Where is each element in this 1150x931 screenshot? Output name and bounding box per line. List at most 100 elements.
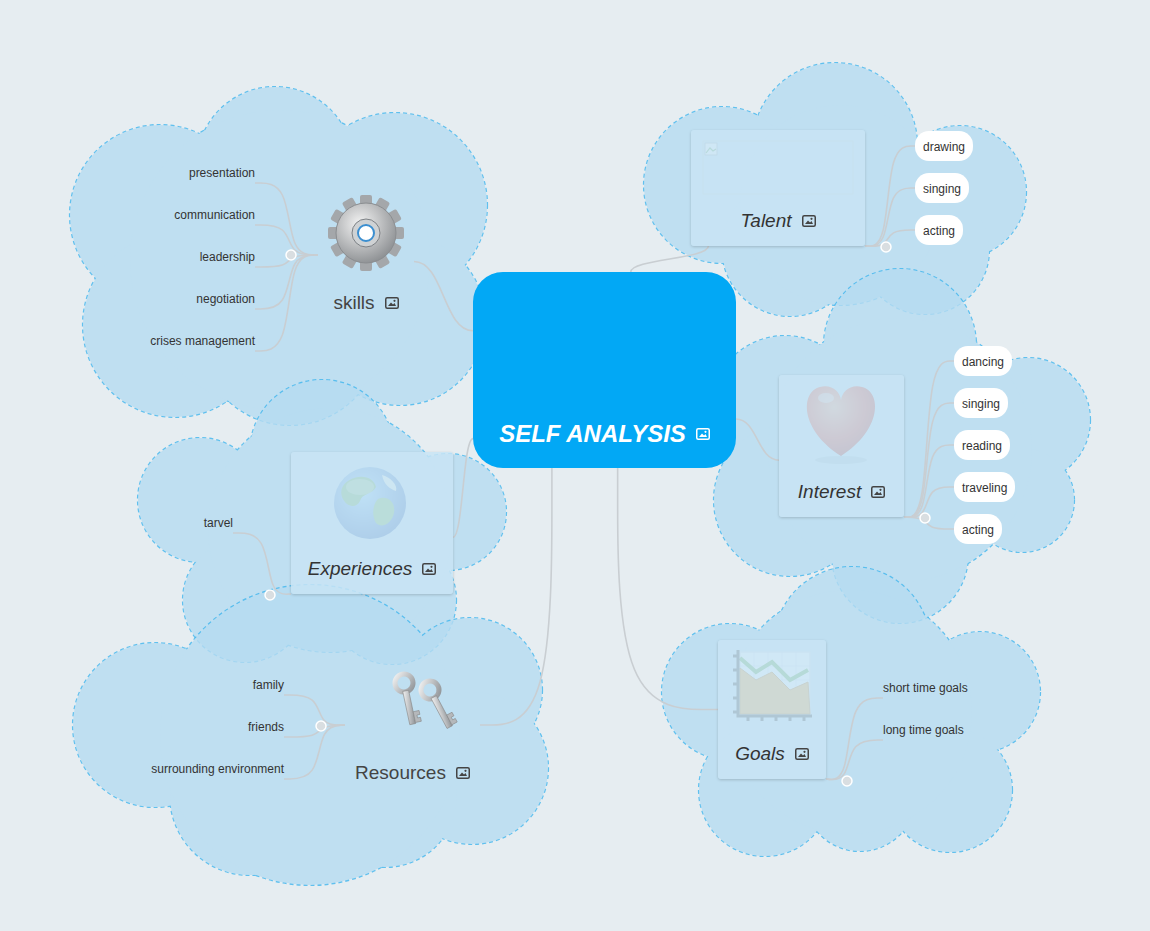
subtopic-label: communication — [174, 208, 255, 222]
subtopic-label: acting — [962, 523, 994, 537]
branch-junction — [881, 242, 891, 252]
branch-connector — [865, 188, 915, 246]
image-icon-mountain — [388, 303, 396, 307]
subtopic-label: dancing — [962, 355, 1004, 369]
subtopic-text: tarvel — [204, 511, 233, 533]
image-icon-frame — [802, 216, 815, 227]
cloud-fill — [768, 318, 1032, 582]
subtopic-pill: dancing — [954, 346, 1012, 376]
branch-connector — [255, 255, 318, 351]
key-shaft — [431, 696, 452, 729]
image-icon-sun — [880, 489, 882, 491]
image-icon-sun — [803, 751, 805, 753]
cloud-region — [711, 269, 1090, 623]
branch-connector — [284, 725, 345, 779]
topic-label: Goals — [735, 743, 785, 765]
cloud-fill — [130, 110, 430, 410]
branch-connector — [480, 468, 552, 725]
gear-ring — [352, 219, 380, 247]
gear-body — [336, 203, 396, 263]
subtopic-pill: traveling — [954, 472, 1015, 502]
branch-connector — [904, 403, 954, 517]
main-topic: Interest — [779, 375, 904, 517]
image-icon-frame — [423, 564, 436, 575]
image-icon — [802, 215, 816, 227]
subtopic-text: negotiation — [196, 287, 255, 309]
central-title: SELF ANALYSIS — [499, 420, 686, 448]
branch-connector — [631, 246, 709, 272]
image-icon-mountain — [805, 221, 813, 225]
branch-connector — [255, 225, 318, 255]
main-topic: skills — [318, 190, 414, 320]
image-icon — [385, 297, 399, 309]
image-icon-frame — [457, 768, 470, 779]
label-row: Talent — [740, 210, 815, 232]
image-icon-sun — [393, 300, 395, 302]
image-icon-sun — [810, 218, 812, 220]
subtopic-label: tarvel — [204, 516, 233, 530]
topic-label: Talent — [740, 210, 791, 232]
branch-connector — [865, 146, 915, 246]
label-row: SELF ANALYSIS — [499, 420, 710, 448]
image-icon-frame — [872, 487, 885, 498]
subtopic-text: surrounding environment — [151, 757, 284, 779]
key-shaft — [403, 690, 416, 725]
branch-connector — [414, 262, 473, 331]
central-topic: SELF ANALYSIS — [473, 272, 736, 468]
subtopic-text: communication — [174, 203, 255, 225]
label-row: Interest — [798, 481, 885, 503]
subtopic-label: negotiation — [196, 292, 255, 306]
gear-hole — [358, 225, 374, 241]
subtopic-label: reading — [962, 439, 1002, 453]
label-row: Experiences — [308, 558, 437, 580]
subtopic-text: leadership — [200, 245, 255, 267]
topic-label: Resources — [355, 762, 446, 784]
key-bit — [413, 710, 421, 722]
subtopic-label: drawing — [923, 140, 965, 154]
main-topic: Resources — [345, 660, 480, 790]
subtopic-pill: reading — [954, 430, 1010, 460]
cloud-outline — [768, 318, 1032, 582]
key-ring — [418, 678, 442, 702]
keys-icon — [393, 672, 457, 731]
subtopic-label: traveling — [962, 481, 1007, 495]
gear-icon — [328, 195, 404, 271]
key-shape — [418, 678, 458, 731]
subtopic-text: presentation — [189, 161, 255, 183]
subtopic-label: acting — [923, 224, 955, 238]
label-row: Goals — [735, 743, 809, 765]
topic-label: skills — [333, 292, 374, 314]
branch-connector — [618, 468, 718, 710]
branch-connector — [255, 183, 318, 255]
subtopic-label: leadership — [200, 250, 255, 264]
key-bit — [447, 712, 457, 725]
branch-junction — [316, 721, 326, 731]
image-icon-sun — [704, 431, 706, 433]
image-icon — [696, 428, 710, 440]
image-icon — [871, 486, 885, 498]
image-icon-frame — [796, 749, 809, 760]
branch-connector — [736, 419, 779, 460]
image-icon-mountain — [699, 434, 707, 438]
cloud-outline — [160, 585, 460, 885]
branch-connector — [826, 740, 883, 780]
subtopic-text: friends — [248, 715, 284, 737]
topic-label: Interest — [798, 481, 861, 503]
cloud-region — [73, 585, 548, 885]
topic-label: Experiences — [308, 558, 413, 580]
branch-connector — [826, 698, 883, 779]
subtopic-pill: singing — [954, 388, 1008, 418]
branch-connector — [904, 487, 954, 517]
subtopic-pill: singing — [915, 173, 969, 203]
branch-junction — [842, 776, 852, 786]
branch-junction — [265, 590, 275, 600]
branch-connector — [284, 695, 345, 725]
cloud-outline — [130, 110, 430, 410]
key-ring — [393, 672, 414, 693]
main-topic: Goals — [718, 640, 826, 779]
subtopic-label: long time goals — [883, 723, 964, 737]
branch-junction — [920, 513, 930, 523]
subtopic-text: family — [253, 673, 284, 695]
branch-connector — [233, 533, 291, 594]
image-icon-mountain — [425, 569, 433, 573]
